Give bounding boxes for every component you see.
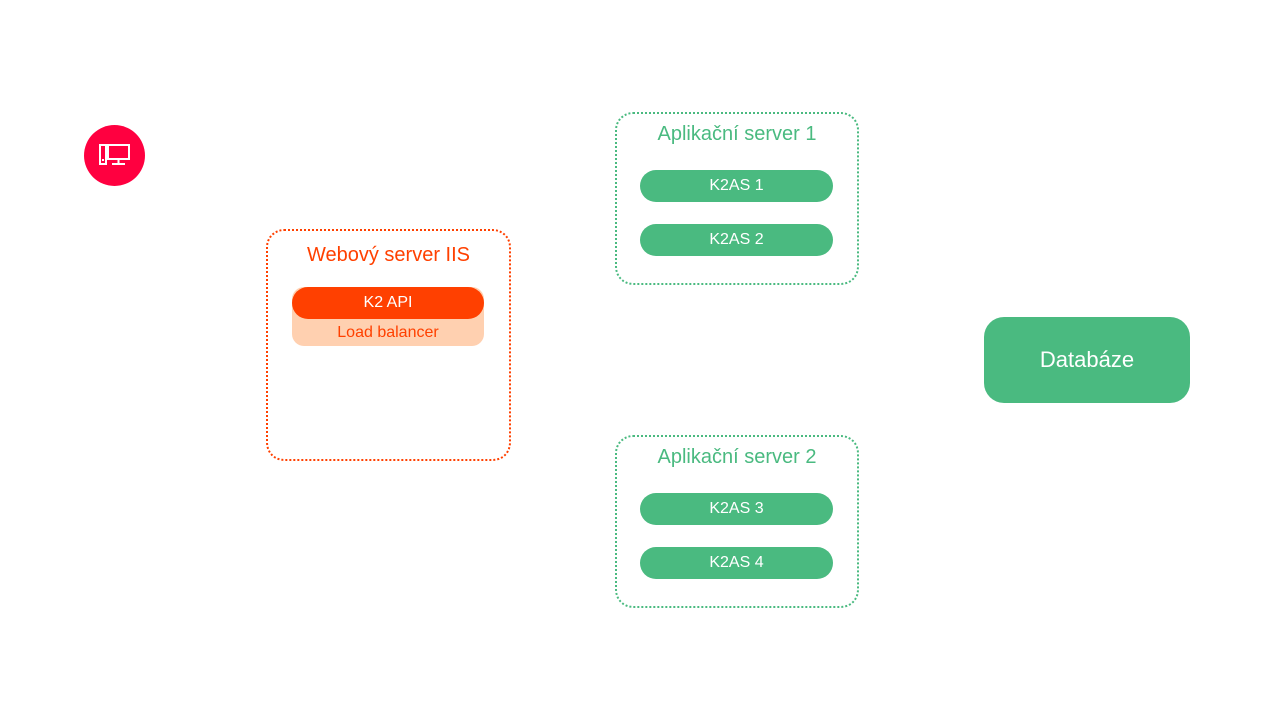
app-server-1-title: Aplikační server 1 bbox=[657, 123, 817, 145]
app-server-2-title: Aplikační server 2 bbox=[657, 446, 817, 468]
load-balancer-label: Load balancer bbox=[337, 324, 439, 341]
app-server-2-box: Aplikační server 2 K2AS 3 K2AS 4 bbox=[615, 435, 859, 608]
app-server-1-box: Aplikační server 1 K2AS 1 K2AS 2 bbox=[615, 112, 859, 285]
k2as-3-pill: K2AS 3 bbox=[640, 493, 833, 525]
monitor-icon bbox=[98, 143, 130, 165]
k2as-2-pill: K2AS 2 bbox=[640, 224, 833, 256]
web-server-box: Webový server IIS K2 API Load balancer bbox=[266, 229, 511, 461]
k2as-1-pill: K2AS 1 bbox=[640, 170, 833, 202]
load-balancer-group: K2 API Load balancer bbox=[292, 287, 484, 346]
k2as-4-pill: K2AS 4 bbox=[640, 547, 833, 579]
web-server-title: Webový server IIS bbox=[306, 244, 471, 266]
database-box: Databáze bbox=[984, 317, 1190, 403]
k2-api-pill: K2 API bbox=[292, 287, 484, 319]
client-monitor-icon bbox=[84, 125, 145, 186]
